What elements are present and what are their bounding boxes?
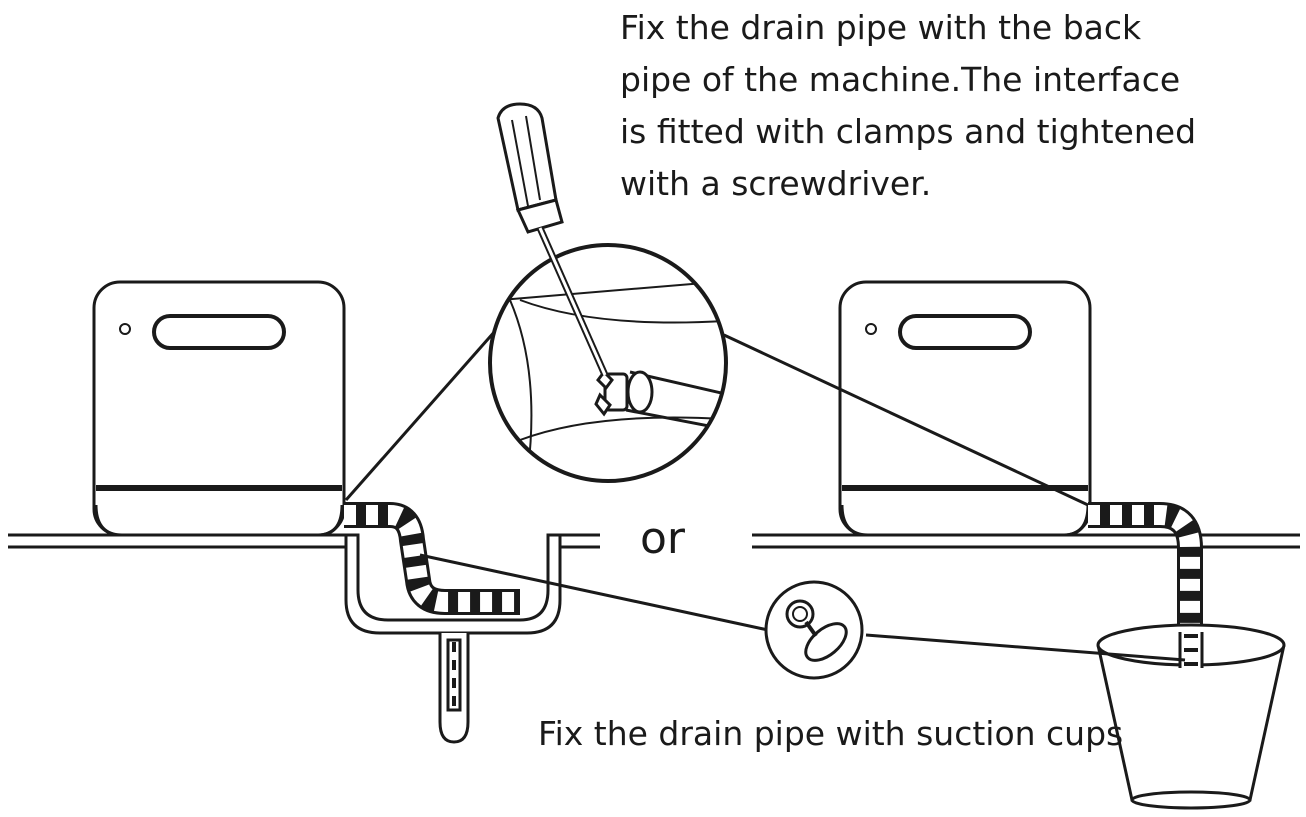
drain-pipe-icon <box>1088 502 1203 670</box>
clamp-zoom <box>488 243 728 483</box>
screwdriver-icon <box>496 102 609 377</box>
instruction-line: is fitted with clamps and tightened <box>620 112 1197 151</box>
dishwasher-icon <box>838 280 1092 537</box>
instruction-line: pipe of the machine.The interface <box>620 60 1181 99</box>
countertop-left <box>8 533 600 549</box>
countertop-right <box>752 533 1300 549</box>
suction-cup-instruction: Fix the drain pipe with suction cups <box>538 714 1124 753</box>
dishwasher-icon <box>92 280 346 537</box>
suction-cup-icon <box>764 580 864 680</box>
drain-pipe-icon <box>344 502 520 615</box>
clamp-icon <box>594 369 629 417</box>
instruction-line: with a screwdriver. <box>620 164 932 203</box>
instruction-line: Fix the drain pipe with the back <box>620 8 1142 47</box>
bucket-icon <box>1096 623 1286 810</box>
sink-icon <box>344 533 562 744</box>
or-separator: or <box>640 513 686 564</box>
callout-lines <box>344 329 1186 662</box>
back-pipe-instruction: Fix the drain pipe with the back pipe of… <box>620 2 1240 210</box>
